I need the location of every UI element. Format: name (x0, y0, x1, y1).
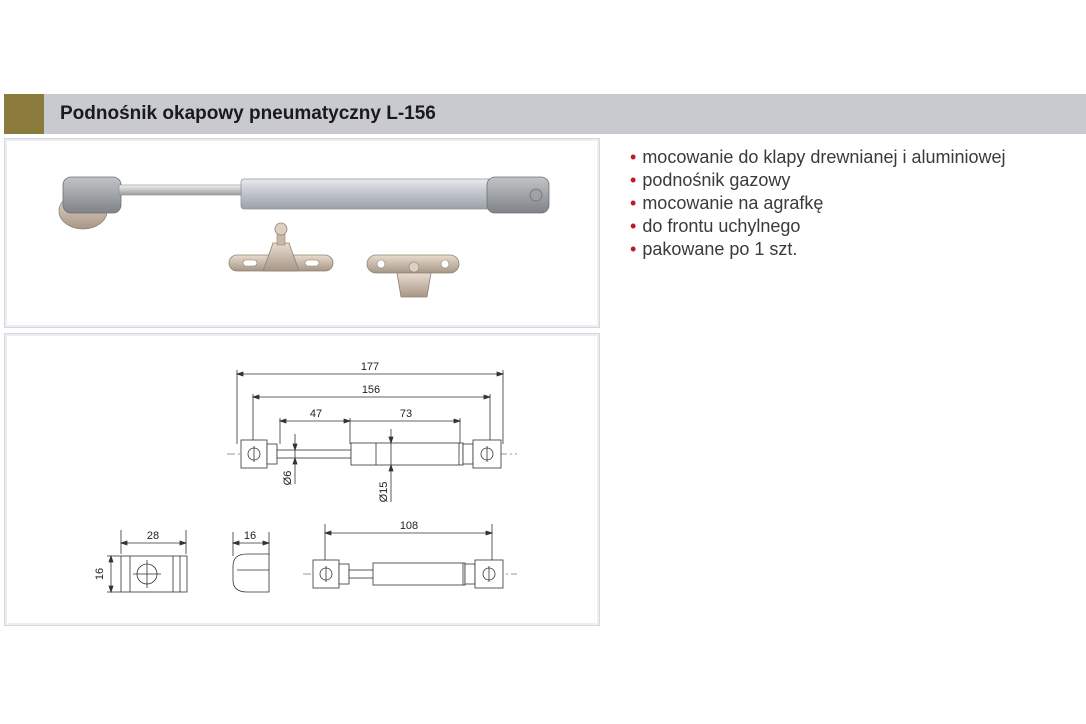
feature-item: •do frontu uchylnego (630, 216, 801, 236)
bullet-icon: • (630, 170, 637, 190)
technical-drawing: 177 156 47 73 Ø6 (94, 361, 517, 594)
page-title: Podnośnik okapowy pneumatyczny L-156 (60, 103, 436, 124)
bullet-icon: • (630, 147, 637, 167)
product-photo (58, 176, 550, 298)
dim-total-label: 177 (361, 361, 379, 373)
dim-end-height-label: 16 (94, 568, 106, 580)
feature-item: •podnośnik gazowy (630, 170, 791, 190)
dim-end-depth-label: 16 (244, 530, 256, 542)
feature-item: •mocowanie do klapy drewnianej i alumini… (630, 147, 1006, 167)
header-bar: Podnośnik okapowy pneumatyczny L-156 (4, 94, 1086, 134)
dim-compressed-label: 108 (400, 520, 418, 532)
header-accent (4, 94, 44, 134)
dim-cyl-label: 73 (400, 408, 412, 420)
feature-item: •pakowane po 1 szt. (630, 239, 798, 259)
feature-list: •mocowanie do klapy drewnianej i alumini… (630, 146, 1006, 261)
dim-end-width-label: 28 (147, 530, 159, 542)
dia-cyl-label: Ø15 (378, 482, 390, 503)
dim-body-label: 156 (362, 384, 380, 396)
feature-item: •mocowanie na agrafkę (630, 193, 824, 213)
product-photo-panel (4, 138, 600, 328)
technical-drawing-panel: 177 156 47 73 Ø6 (4, 333, 600, 626)
dia-rod-label: Ø6 (282, 471, 294, 486)
dim-rod-label: 47 (310, 408, 322, 420)
bullet-icon: • (630, 216, 637, 236)
bullet-icon: • (630, 193, 637, 213)
bullet-icon: • (630, 239, 637, 259)
